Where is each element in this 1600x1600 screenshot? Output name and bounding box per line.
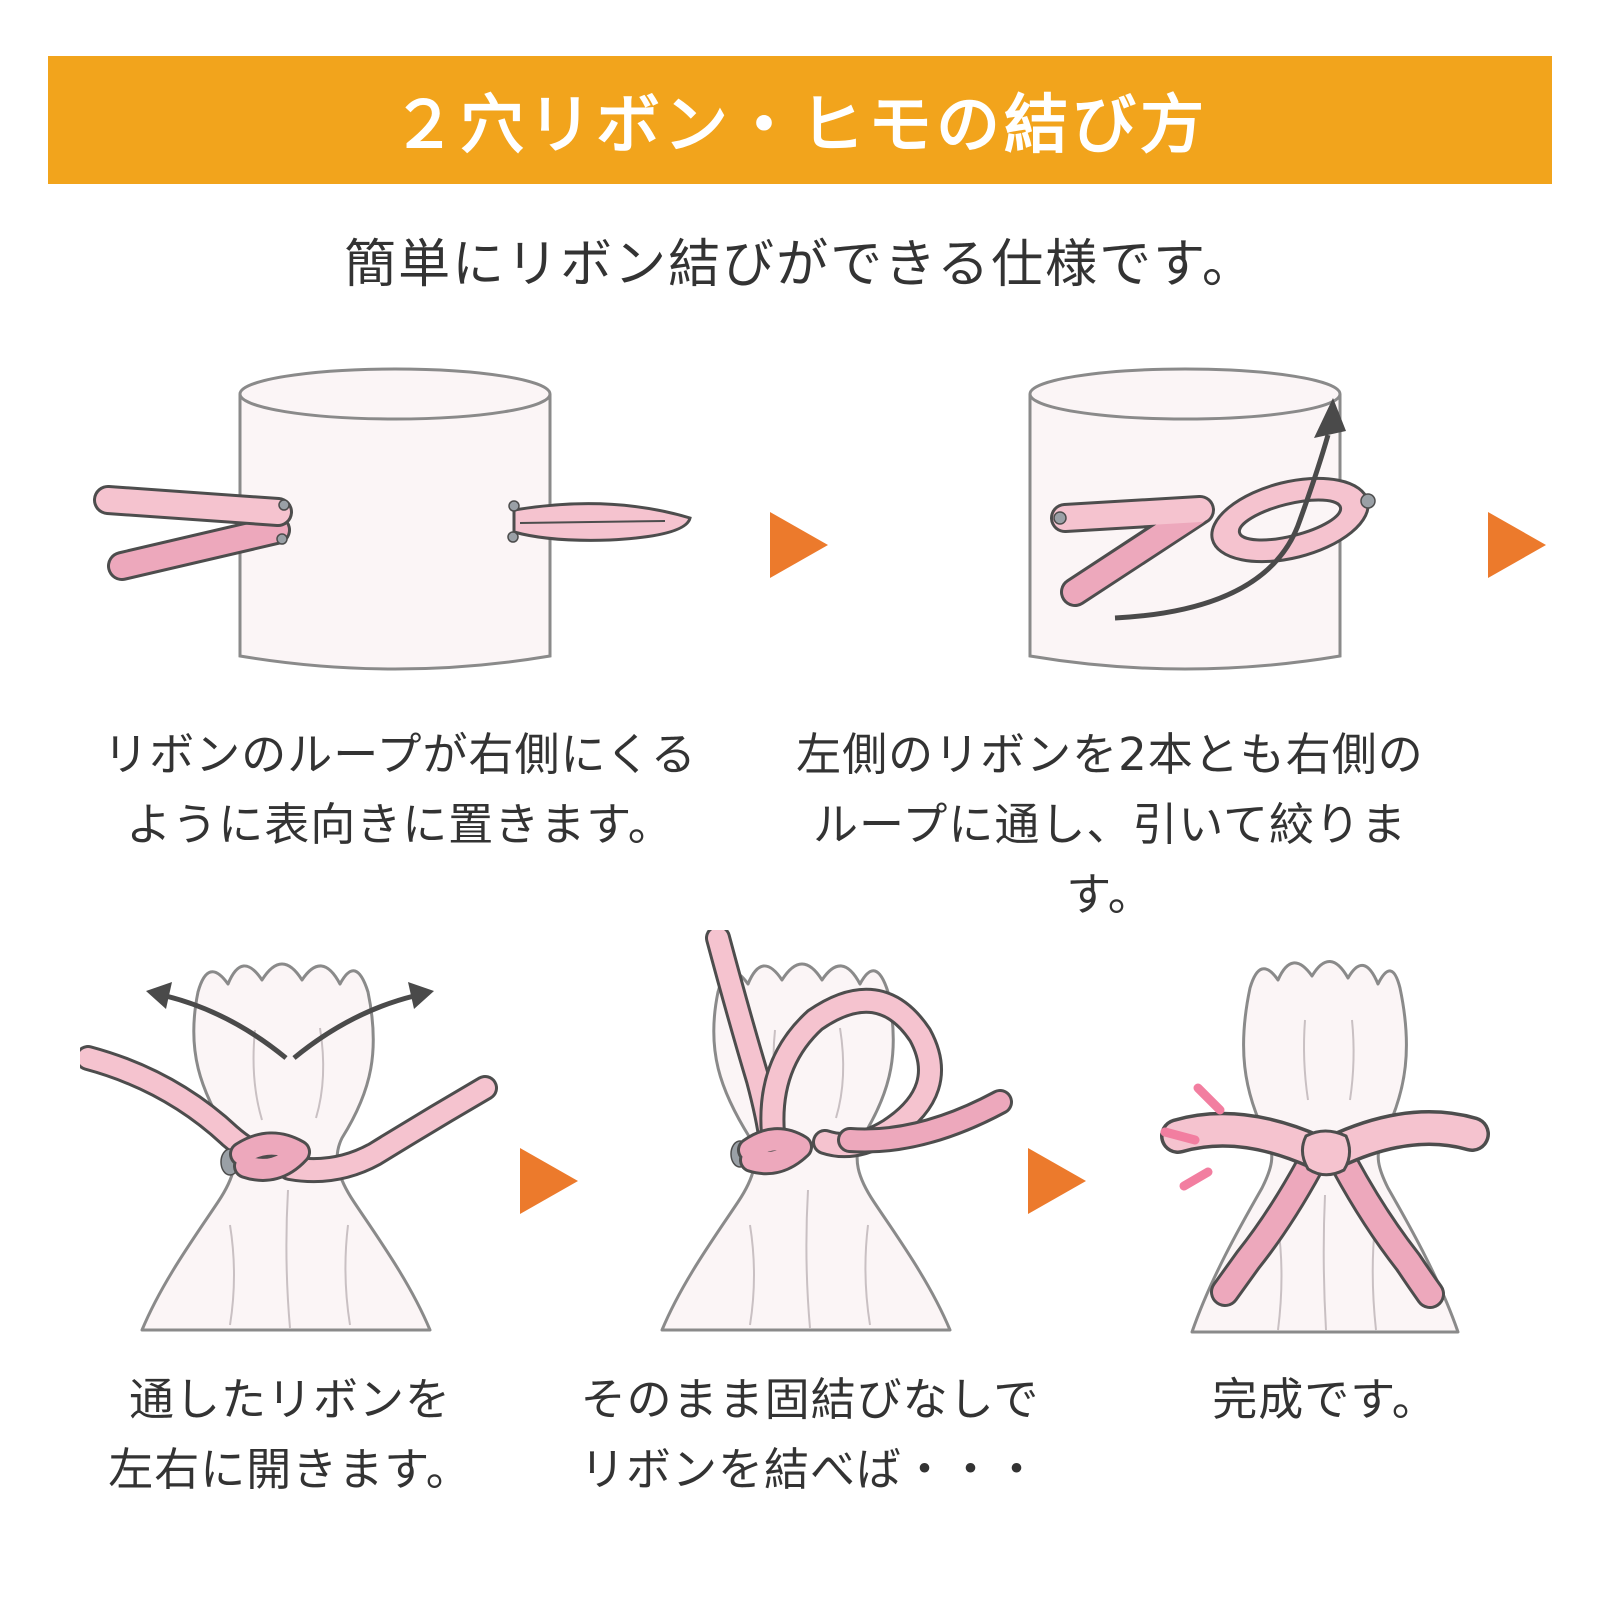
ribbon-loop-tie bbox=[705, 930, 1013, 1176]
ribbon-ends-left bbox=[93, 485, 293, 581]
caption-line: リボンを結べば・・・ bbox=[579, 1442, 1040, 1496]
bag bbox=[238, 367, 552, 671]
caption-line: そのまま固結びなしで bbox=[580, 1373, 1040, 1426]
curved-arrow-icon bbox=[1114, 398, 1346, 621]
sparkle-icon bbox=[1160, 1083, 1225, 1191]
eyelet bbox=[1360, 493, 1376, 509]
step-4-figure bbox=[600, 930, 1020, 1340]
next-step-arrow-icon bbox=[770, 512, 828, 578]
step-1-figure bbox=[90, 360, 710, 705]
step-2-caption: 左側のリボンを2本とも右側の ループに通し、引いて絞ります。 bbox=[780, 720, 1440, 929]
next-step-arrow-icon bbox=[1488, 512, 1546, 578]
caption-line: 通したリボンを bbox=[128, 1373, 451, 1426]
step-5-illustration bbox=[1160, 960, 1490, 1334]
ribbon-loop-right bbox=[512, 502, 692, 542]
caption-line: リボンのループが右側にくる bbox=[103, 728, 697, 781]
step-2-figure bbox=[880, 360, 1500, 705]
next-step-arrow-icon bbox=[520, 1148, 578, 1214]
page-subtitle: 簡単にリボン結びができる仕様です。 bbox=[344, 235, 1256, 295]
ribbon-open bbox=[80, 1045, 498, 1184]
step-4-caption: そのまま固結びなしで リボンを結べば・・・ bbox=[570, 1365, 1050, 1505]
caption-line: ループに通し、引いて絞ります。 bbox=[813, 797, 1407, 921]
step-2-illustration bbox=[1028, 367, 1376, 671]
caption-line: 完成です。 bbox=[1212, 1373, 1438, 1426]
step-1-caption: リボンのループが右側にくる ように表向きに置きます。 bbox=[90, 720, 710, 860]
title-banner: ２穴リボン・ヒモの結び方 bbox=[48, 56, 1552, 184]
next-step-arrow-icon bbox=[1028, 1148, 1086, 1214]
spread-arrows-icon bbox=[146, 982, 434, 1060]
step-5-figure bbox=[1120, 940, 1530, 1340]
step-3-caption: 通したリボンを 左右に開きます。 bbox=[60, 1365, 520, 1505]
caption-line: ように表向きに置きます。 bbox=[126, 797, 674, 851]
step-4-illustration bbox=[660, 930, 1013, 1332]
page-title: ２穴リボン・ヒモの結び方 bbox=[392, 89, 1208, 163]
bow bbox=[1160, 1110, 1490, 1309]
caption-line: 左側のリボンを2本とも右側の bbox=[796, 728, 1424, 781]
eyelets bbox=[276, 499, 520, 545]
folded-ribbon-left bbox=[1050, 495, 1215, 607]
step-3-figure bbox=[80, 940, 500, 1340]
caption-line: 左右に開きます。 bbox=[108, 1442, 472, 1496]
step-5-caption: 完成です。 bbox=[1100, 1365, 1550, 1435]
standing-loop bbox=[1210, 476, 1370, 564]
step-3-illustration bbox=[80, 962, 498, 1332]
step-1-illustration bbox=[93, 367, 692, 671]
